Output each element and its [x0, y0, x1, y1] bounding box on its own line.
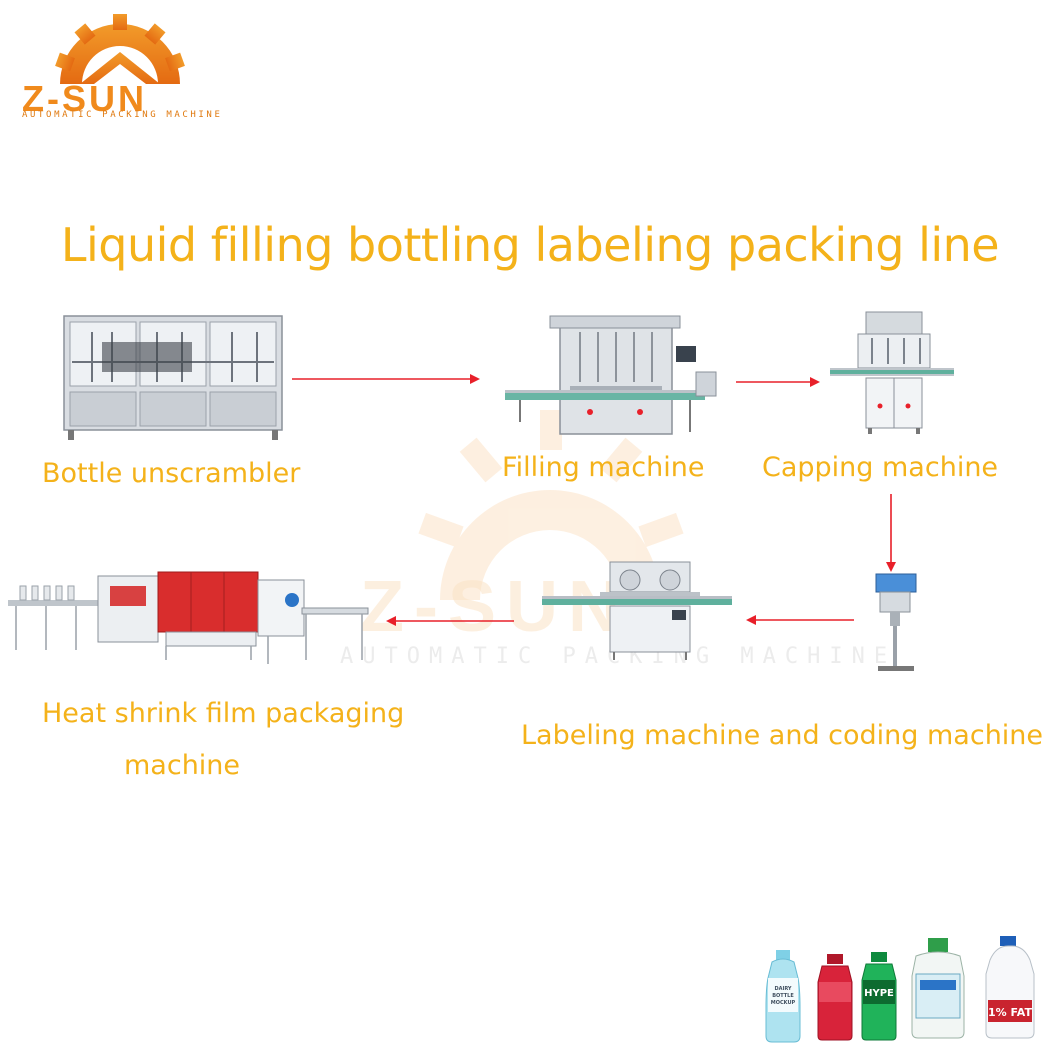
- coding-machine-icon: [875, 573, 917, 671]
- dairy-bottle-icon: DAIRY BOTTLE MOCKUP: [765, 950, 801, 1043]
- step-label-bottle-unscrambler: Bottle unscrambler: [42, 458, 301, 489]
- red-drink-bottle-icon: [817, 954, 853, 1041]
- labeling-machine-icon: [542, 561, 732, 660]
- green-drink-bottle-icon: HYPE: [861, 952, 897, 1041]
- svg-text:1% FAT: 1% FAT: [988, 1006, 1032, 1019]
- watermark-sun-logo: [418, 410, 684, 600]
- bottle-unscrambler-machine-icon: [63, 315, 283, 440]
- svg-text:BOTTLE: BOTTLE: [772, 993, 794, 999]
- arrow-left-icon: [386, 616, 514, 626]
- step-label-labeling-and-coding: Labeling machine and coding machine: [521, 720, 1044, 751]
- brand-tagline: AUTOMATIC PACKING MACHINE: [22, 110, 223, 120]
- svg-text:MOCKUP: MOCKUP: [771, 1000, 796, 1006]
- arrow-right-icon: [292, 374, 480, 384]
- arrow-left-icon: [746, 615, 854, 625]
- watermark-brand: Z-SUN: [360, 567, 630, 647]
- filling-machine-icon: [505, 315, 717, 435]
- step-label-heat-shrink-line1: Heat shrink film packaging: [42, 698, 405, 729]
- milk-jug-icon: 1% FAT: [985, 936, 1035, 1039]
- capping-machine-icon: [830, 311, 954, 434]
- page-title: Liquid filling bottling labeling packing…: [60, 218, 1000, 272]
- arrow-right-icon: [736, 377, 820, 387]
- svg-text:DAIRY: DAIRY: [774, 986, 791, 992]
- heat-shrink-packaging-machine-icon: [8, 571, 369, 664]
- brand-name: Z-SUN: [22, 78, 147, 119]
- svg-text:HYPE: HYPE: [864, 988, 894, 999]
- step-label-filling-machine: Filling machine: [502, 452, 705, 483]
- step-label-capping-machine: Capping machine: [762, 452, 999, 483]
- step-label-heat-shrink-line2: machine: [124, 750, 241, 781]
- detergent-bottle-icon: [911, 938, 965, 1039]
- arrow-down-icon: [886, 494, 896, 572]
- z-sun-logo-icon: [55, 14, 185, 84]
